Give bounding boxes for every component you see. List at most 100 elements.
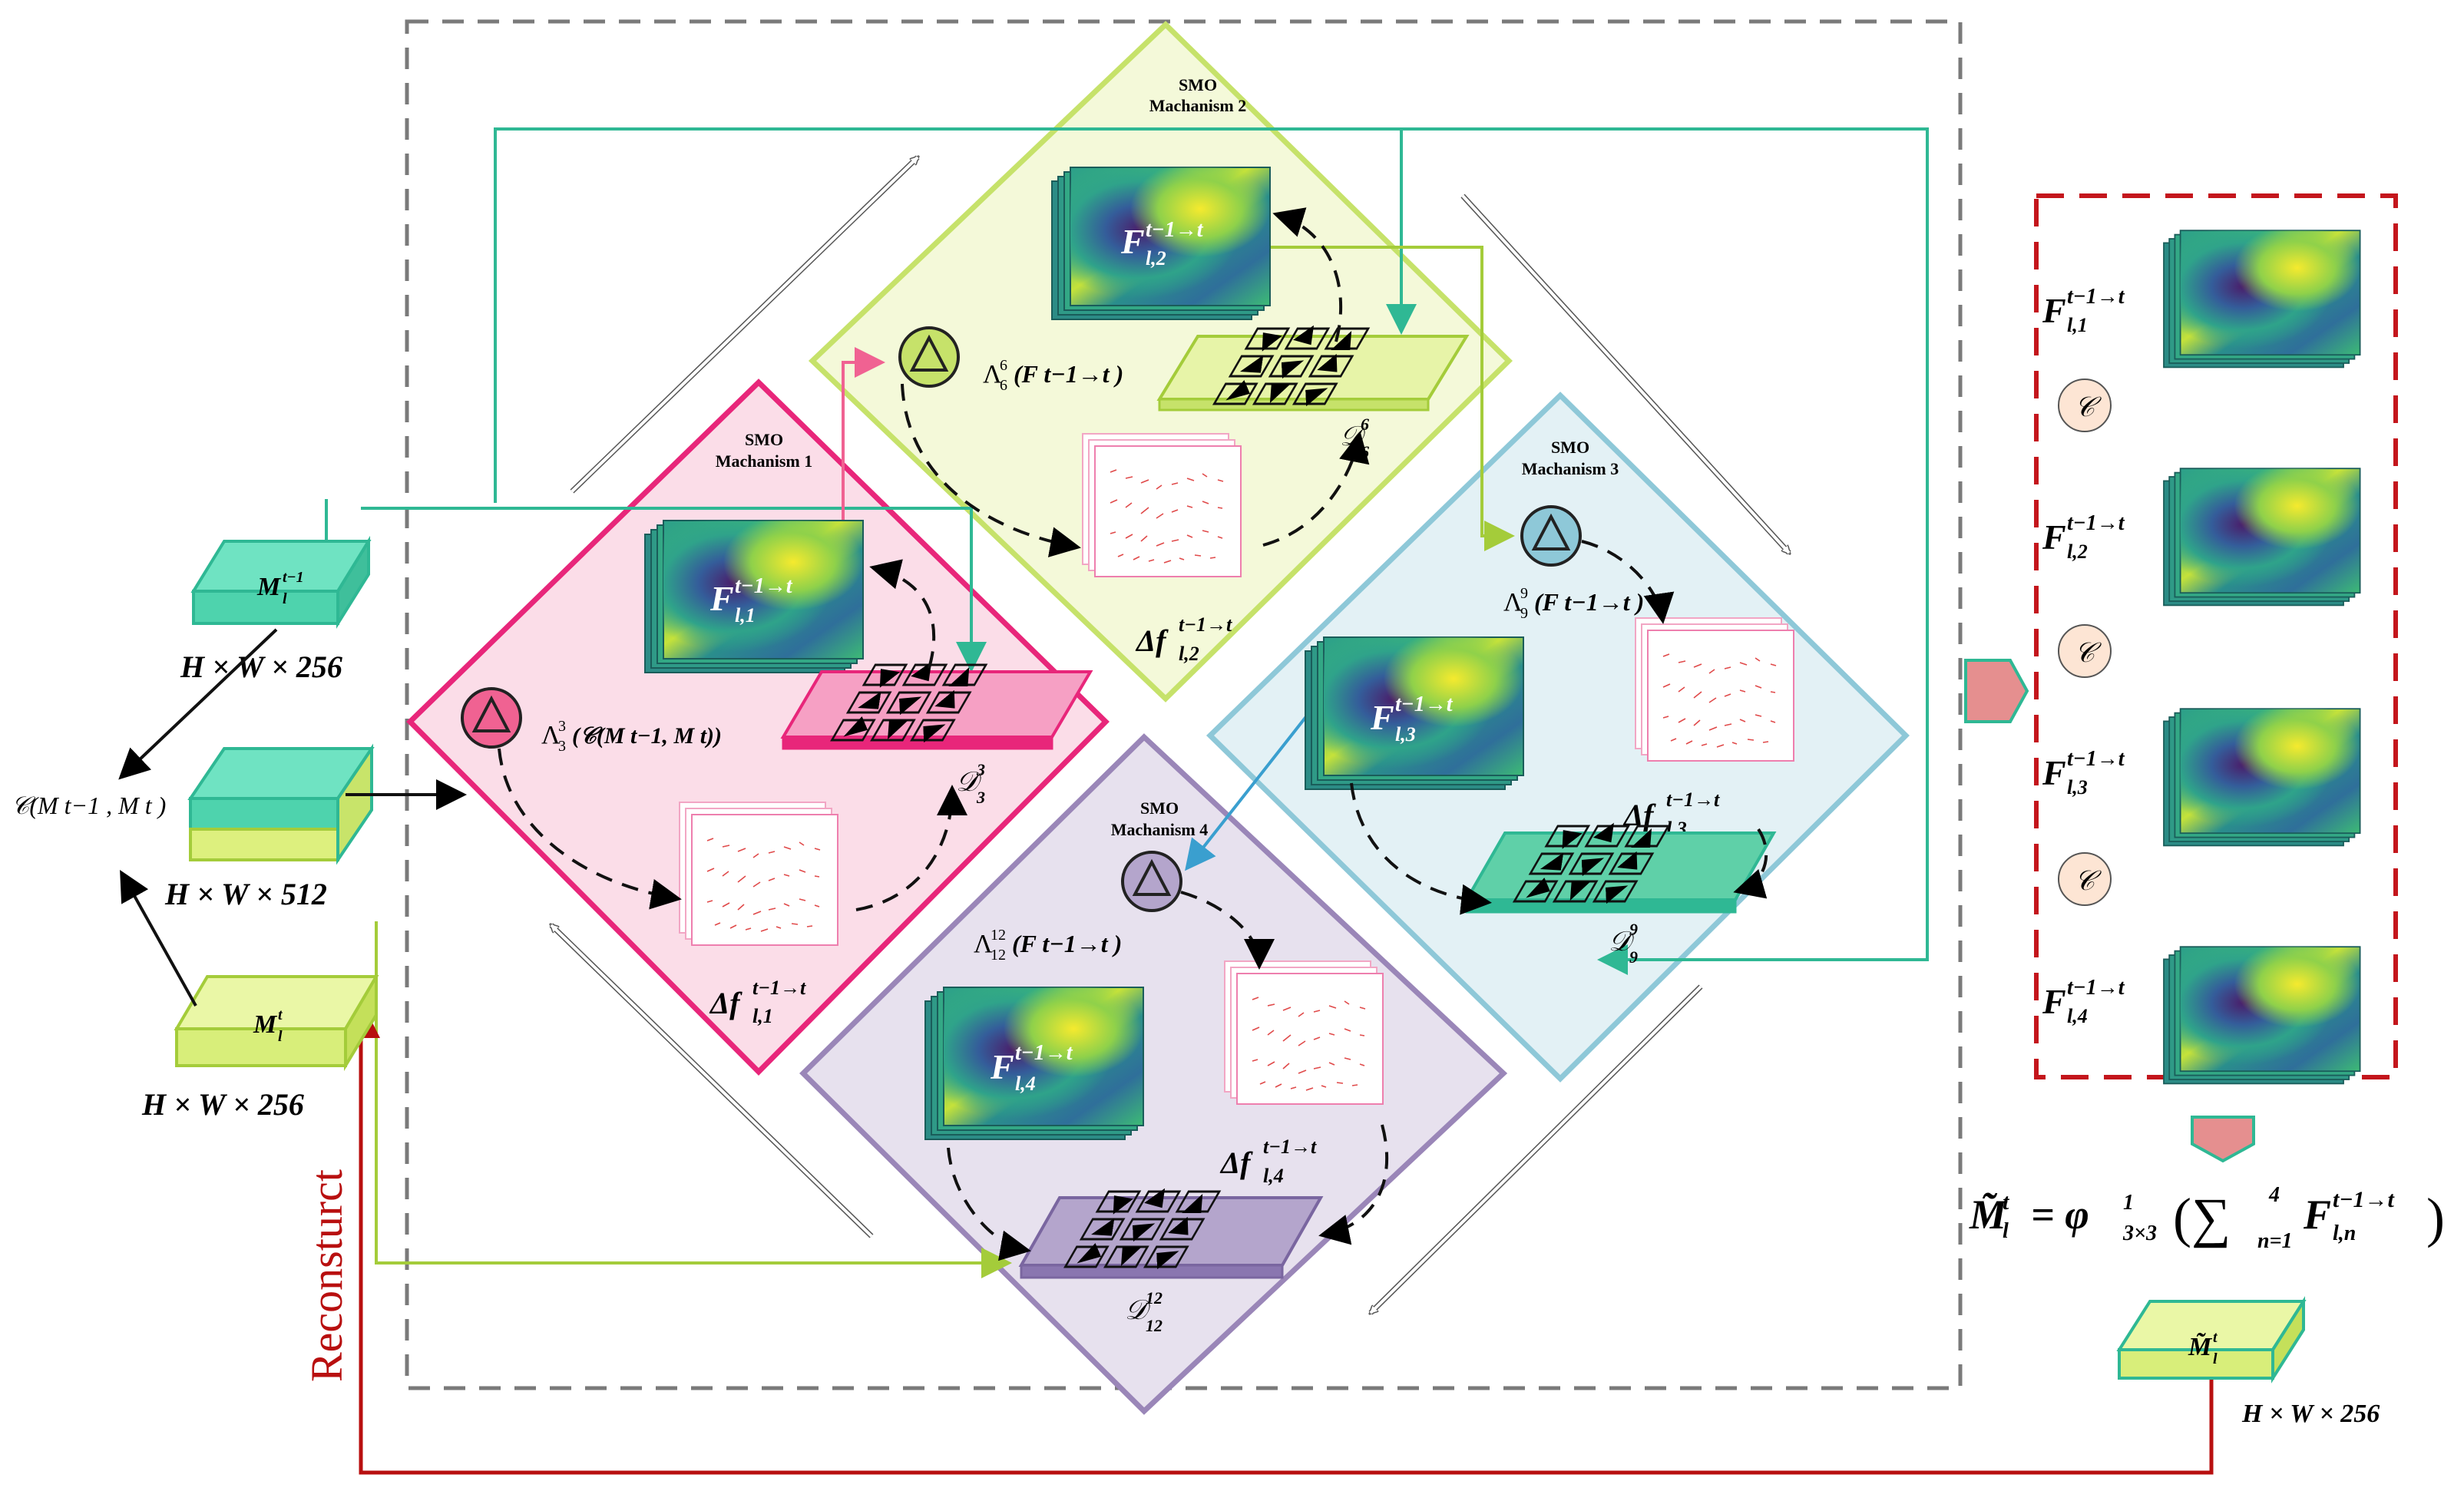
mechanism-4-diamond [799, 733, 1508, 1415]
concat-icon [2058, 624, 2112, 678]
mechanism-4-offset-sup: t−1→t [1263, 1136, 1317, 1158]
mechanism-2-offset-sup: t−1→t [1179, 613, 1232, 636]
m-prev-label: M [256, 573, 282, 601]
mechanism-3-offset-sup: t−1→t [1666, 788, 1720, 811]
dim-256-a: H × W × 256 [180, 650, 342, 684]
mechanism-1-feature-sup: t−1→t [735, 574, 793, 598]
mechanism-4-offset-sub: l,4 [1263, 1165, 1284, 1187]
concat-label: 𝒞(M t−1 , M t ) [12, 792, 166, 819]
out-label: M̃ [2188, 1333, 2213, 1361]
arrow-down-icon [2191, 1116, 2255, 1163]
triangle-icon [1531, 513, 1571, 550]
mechanism-3-feature-sub: l,3 [1395, 723, 1416, 746]
mechanism-4-feature-sub: l,4 [1015, 1073, 1036, 1095]
svg-text:= φ: = φ [2031, 1192, 2089, 1238]
mechanism-2-deform-plate [1156, 335, 1470, 401]
right-f4-sub: l,4 [2067, 1005, 2088, 1027]
out-dim: H × W × 256 [2241, 1400, 2380, 1428]
mechanism-3-offset-plot [1635, 617, 1794, 762]
mechanism-4-title: SMO [1140, 798, 1179, 818]
mechanism-1-d-sup: 3 [976, 760, 985, 779]
mechanism-2-feature-label: F [1120, 222, 1145, 261]
right-f4: F [2042, 982, 2066, 1021]
svg-text:3×3: 3×3 [2122, 1222, 2157, 1245]
right-f2: F [2042, 517, 2066, 557]
dim-512: H × W × 512 [164, 877, 327, 911]
svg-text:n=1: n=1 [2257, 1229, 2293, 1253]
svg-text:M̃: M̃ [1969, 1192, 2008, 1238]
mechanism-3-d-sup: 9 [1629, 920, 1638, 939]
m-curr-label: M [253, 1010, 278, 1039]
mechanism-1-offset-sup: t−1→t [752, 977, 806, 999]
right-f2-sub: l,2 [2067, 541, 2088, 563]
mechanism-2: SMO Machanism 2 F t−1→t l,2 Λ 6 6 (F t−1… [898, 75, 1470, 665]
mechanism-3-lambda-sup: 9 [1520, 585, 1528, 602]
mechanism-3-title: SMO [1551, 438, 1589, 457]
right-f1-sub: l,1 [2067, 314, 2088, 336]
reconstruct-label: Reconsturct [302, 1169, 352, 1382]
right-f3-sup: t−1→t [2067, 747, 2125, 771]
mechanism-2-lambda-sub: 6 [1000, 377, 1007, 394]
svg-text:l: l [2003, 1219, 2009, 1243]
concat-icon [2058, 852, 2112, 906]
mechanism-2-lambda: Λ [983, 360, 1002, 388]
mechanism-1-subtitle: Machanism 1 [716, 451, 813, 471]
mechanism-1-lambda-arg: (𝒞(M t−1, M t)) [572, 723, 722, 749]
mechanism-1-diamond [406, 379, 1110, 1076]
mechanism-2-offset-sub: l,2 [1179, 643, 1199, 665]
mechanism-1-offset-sub: l,1 [752, 1005, 773, 1027]
right-feature-3 [2163, 708, 2361, 847]
mechanism-1-lambda: Λ [541, 721, 561, 749]
pink-routing [842, 347, 885, 549]
svg-text:): ) [2426, 1187, 2445, 1248]
mechanism-4-d-sub: 12 [1146, 1316, 1163, 1335]
mechanism-3-feature-label: F [1370, 698, 1394, 737]
mechanism-3: SMO Machanism 3 F t−1→t l,3 Λ 9 9 (F t−1… [1305, 438, 1794, 967]
triangle-icon [1132, 858, 1172, 896]
right-f4-sup: t−1→t [2067, 976, 2125, 1000]
mechanism-1-d-sub: 3 [976, 788, 985, 807]
mechanism-1: SMO Machanism 1 F t−1→t l,1 Λ 3 3 (𝒞(M t… [461, 430, 1093, 1027]
svg-text:t: t [2003, 1189, 2010, 1215]
mechanism-4-lambda-sup: 12 [991, 927, 1006, 944]
mechanism-2-feature-sub: l,2 [1146, 247, 1166, 269]
mechanism-4-lambda-arg: (F t−1→t ) [1012, 930, 1122, 957]
svg-text:F: F [2303, 1192, 2331, 1238]
concat-icon [2058, 379, 2112, 432]
mechanism-4-offset-plot [1224, 960, 1384, 1105]
mechanism-1-offset: Δf [709, 986, 743, 1020]
svg-text:t−1→t: t−1→t [2333, 1187, 2396, 1212]
mechanism-2-offset: Δf [1135, 623, 1169, 658]
dim-256-b: H × W × 256 [141, 1087, 304, 1122]
main-frame [405, 19, 1963, 1390]
right-f2-sup: t−1→t [2067, 511, 2125, 535]
arrow-right-icon [1964, 659, 2029, 723]
svg-text:l,n: l,n [2333, 1222, 2356, 1245]
mechanism-4-subtitle: Machanism 4 [1111, 820, 1209, 839]
mechanism-1-lambda-sup: 3 [558, 718, 566, 735]
mechanism-3-subtitle: Machanism 3 [1522, 459, 1619, 478]
cycle-arrows [551, 157, 1789, 1313]
mechanism-2-subtitle: Machanism 2 [1149, 96, 1247, 115]
mechanism-2-d-sup: 6 [1361, 415, 1369, 434]
reconstruct-line [342, 1000, 2214, 1475]
mechanism-2-offset-plot [1082, 433, 1242, 577]
triangle-icon [471, 695, 511, 732]
mechanism-2-lambda-arg: (F t−1→t ) [1014, 360, 1123, 388]
right-feature-2 [2163, 468, 2361, 607]
mechanism-3-feature-sup: t−1→t [1395, 693, 1454, 716]
m-curr-sub: l [278, 1028, 283, 1045]
blue-routing [1185, 706, 1315, 871]
mechanism-4-offset: Δf [1219, 1146, 1253, 1180]
mechanism-1-feature-sub: l,1 [735, 604, 756, 626]
mechanism-2-title: SMO [1179, 75, 1217, 94]
m-curr-sup: t [278, 1007, 283, 1023]
triangle-icon [909, 334, 949, 372]
teal-routing [325, 127, 1929, 975]
mechanism-4-d-sup: 12 [1146, 1288, 1163, 1308]
mechanism-3-lambda-arg: (F t−1→t ) [1534, 588, 1644, 616]
mechanism-4-feature-sup: t−1→t [1015, 1041, 1073, 1065]
mechanism-4-feature-label: F [990, 1047, 1014, 1086]
right-f3: F [2042, 753, 2066, 792]
output-formula: M̃ t l = φ 1 3×3 (∑ 4 n=1 F t−1→t l,n ) [1969, 1183, 2445, 1253]
